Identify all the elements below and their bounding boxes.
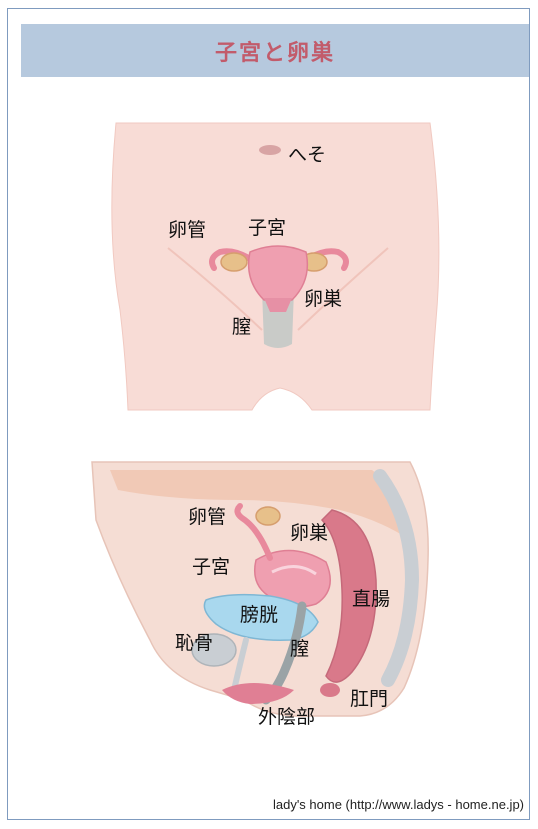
- label-side-bladder: 膀胱: [240, 606, 278, 625]
- source-credit: lady's home (http://www.ladys - home.ne.…: [273, 797, 524, 812]
- side-anus: [320, 683, 340, 697]
- label-side-vagina: 膣: [290, 640, 309, 659]
- label-front-vagina: 膣: [232, 318, 251, 337]
- label-side-fallopian-tube: 卵管: [188, 508, 226, 527]
- label-front-uterus: 子宮: [248, 219, 286, 238]
- label-front-navel: へそ: [288, 146, 326, 165]
- label-side-anus: 肛門: [350, 690, 388, 709]
- label-side-uterus: 子宮: [192, 558, 230, 577]
- label-side-pubic-bone: 恥骨: [175, 634, 213, 653]
- side-ovary: [256, 507, 280, 525]
- label-side-rectum: 直腸: [352, 590, 390, 609]
- label-front-ovary: 卵巣: [304, 290, 342, 309]
- label-side-ovary: 卵巣: [290, 524, 328, 543]
- label-front-fallopian-tube: 卵管: [168, 221, 206, 240]
- label-side-vulva: 外陰部: [258, 708, 315, 727]
